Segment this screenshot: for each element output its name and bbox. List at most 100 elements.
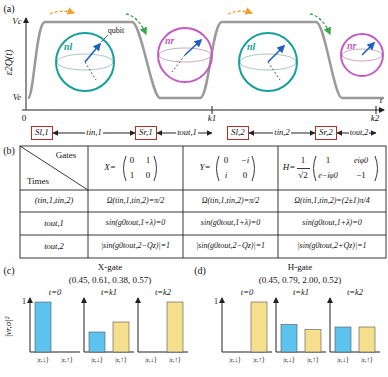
label: Ω(tin,1,tin,2)=(2±1)π/4: [294, 197, 369, 206]
fraction-bar: [297, 168, 310, 169]
label: tout,1: [176, 128, 198, 137]
tick: [212, 106, 213, 114]
label: t=k2: [347, 288, 363, 297]
label: t=k1: [293, 288, 309, 297]
tick: [328, 302, 331, 303]
pulse-plot: [22, 11, 384, 114]
label: (tin,1,tin,2): [35, 196, 73, 205]
tick: [274, 302, 277, 303]
tick: [82, 302, 85, 303]
table-rule: [183, 146, 184, 258]
label: |r,↓⟩: [91, 357, 102, 365]
table-rule: [20, 212, 386, 213]
matrix-bracket: [252, 156, 255, 181]
label: 0: [130, 156, 135, 166]
label: |sin(g0tout,2+Qz)|=1: [297, 242, 366, 251]
bloch-circle: nr: [157, 27, 213, 83]
segment-box: Sr,2: [315, 126, 337, 140]
label: 1: [326, 156, 331, 166]
tick: [28, 302, 31, 303]
probability-bar: [305, 330, 321, 353]
label: |r,↑⟩: [169, 357, 180, 365]
label: Times: [27, 177, 49, 187]
label: |νr,σ|²: [4, 317, 14, 338]
label: 1: [146, 156, 151, 166]
label: |r,↑⟩: [307, 357, 318, 365]
label: (d): [194, 265, 206, 276]
label: |r,↓⟩: [145, 357, 156, 365]
tick: [376, 106, 377, 114]
segment-label: Sr,1: [139, 128, 153, 138]
probability-bar: [335, 327, 351, 352]
probability-bar: [89, 332, 105, 352]
label: |r,↑⟩: [61, 357, 72, 365]
probability-bar: [359, 327, 375, 352]
state-vector: [185, 40, 201, 55]
vector-label: nl: [247, 41, 255, 52]
chart-axis: [138, 298, 139, 352]
label: Gates: [56, 151, 77, 161]
label: (b): [3, 145, 15, 156]
label: 0: [224, 156, 229, 166]
field-vector: [172, 55, 185, 72]
table-rule: [20, 235, 386, 236]
segment-box: Sl,2: [227, 126, 249, 140]
state-vector: [268, 46, 284, 62]
label: Ω(tin,1,tin,2)=π/2: [107, 197, 165, 206]
interval-label: tin,1: [85, 128, 102, 137]
table-diagonal: [20, 146, 88, 190]
leader-line: [101, 35, 108, 42]
probability-bar: [251, 302, 267, 352]
probability-bar: [281, 325, 297, 353]
tick: [136, 302, 139, 303]
label: Vc: [12, 17, 22, 27]
label: |r,↑⟩: [115, 357, 126, 365]
matrix-bracket: [124, 156, 127, 181]
label: |r,↑⟩: [361, 357, 372, 365]
bloch-circle: nr: [340, 33, 384, 77]
label: X-gate: [98, 263, 123, 273]
label: |r,↑⟩: [253, 357, 264, 365]
probability-bar: [167, 302, 183, 352]
segment-box: Sr,1: [135, 126, 157, 140]
vector-label: nl: [64, 41, 72, 52]
bloch-circle: nl: [238, 32, 298, 92]
label: i: [225, 171, 228, 181]
label: k1: [208, 114, 217, 124]
label: H=: [283, 163, 296, 173]
label: 1: [301, 156, 306, 166]
table-rule: [20, 190, 386, 191]
bloch-circle: nl: [55, 32, 115, 92]
label: |r,↓⟩: [37, 357, 48, 365]
voltage-curve: [28, 22, 384, 98]
vector-label: nr: [347, 40, 356, 51]
label: e−iφ0: [318, 172, 338, 181]
label: t=0: [241, 288, 253, 297]
label: |r,↓⟩: [283, 357, 294, 365]
dashed-arrow: [50, 11, 74, 14]
dashed-arrow: [310, 14, 330, 34]
interval-label: tin,2: [273, 128, 290, 137]
segment-label: Sr,2: [319, 128, 333, 138]
chart-axis: [30, 298, 31, 352]
label: ε2Q(t): [4, 49, 15, 75]
label: 1: [130, 171, 135, 181]
segment-label: Sl,1: [35, 128, 49, 138]
label: 1: [22, 298, 26, 307]
chart-axis: [276, 298, 277, 352]
matrix-bracket: [154, 156, 157, 181]
segment-label: Sl,2: [231, 128, 245, 138]
label: sin(g0tout,1+λ)=0: [201, 219, 260, 228]
probability-bar: [113, 322, 129, 352]
label: 1: [214, 298, 218, 307]
label: t: [380, 96, 383, 106]
label: t=k2: [155, 288, 171, 297]
label: (a): [3, 3, 14, 14]
segment-box: Sl,1: [31, 126, 53, 140]
label: |r,↓⟩: [229, 357, 240, 365]
label: t=k1: [101, 288, 117, 297]
label: k2: [371, 114, 380, 124]
